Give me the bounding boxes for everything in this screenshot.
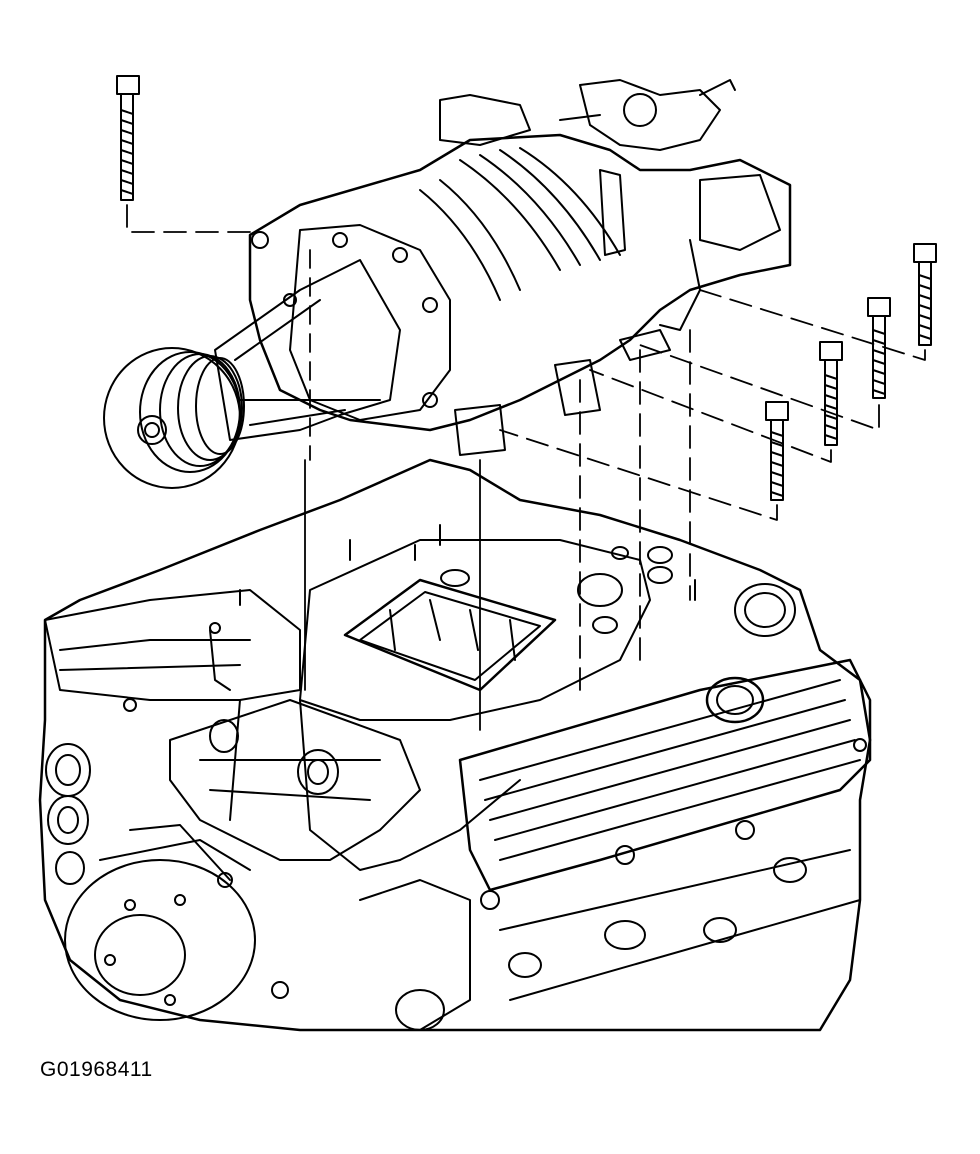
mounting-bolts	[117, 76, 936, 500]
bolt-icon	[766, 402, 788, 500]
supercharger-assembly	[250, 80, 790, 455]
bolt-icon	[914, 244, 936, 345]
bolt-icon	[820, 342, 842, 445]
bolt-icon	[868, 298, 890, 398]
engine-block	[40, 460, 870, 1030]
alignment-leaders-solid	[305, 250, 480, 730]
figure-code: G01968411	[40, 1058, 153, 1081]
bolt-icon	[117, 76, 139, 200]
alignment-leaders	[127, 205, 925, 690]
pulley	[104, 348, 244, 488]
